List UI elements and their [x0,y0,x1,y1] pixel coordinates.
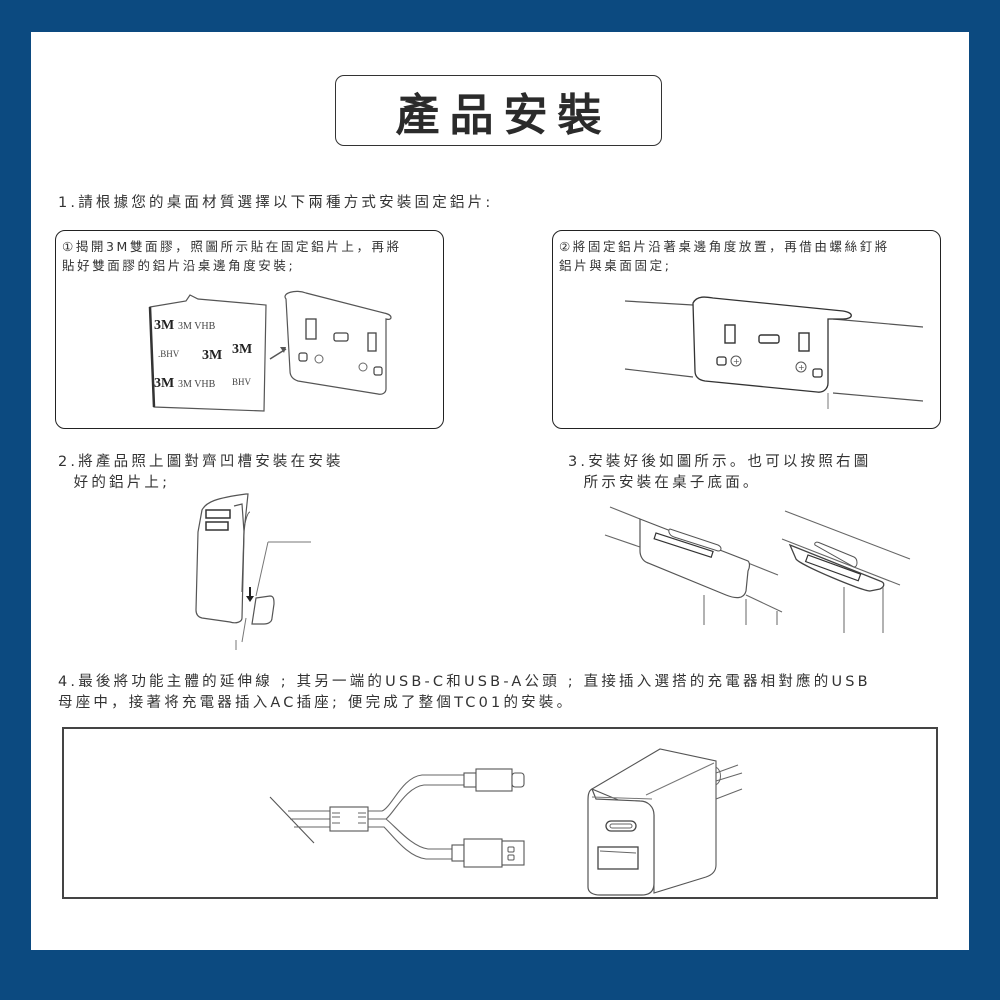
method-b-line2: 鋁片與桌面固定; [559,258,672,273]
step4-line2: 母座中，接著将充電器插入AC插座; 便完成了整個TC01的安裝。 [58,695,575,711]
method-b-line1: ②將固定鋁片沿著桌邊角度放置，再借由螺絲釘將 [559,239,890,254]
step3-instruction: 3.安裝好後如圖所示。也可以按照右圖 所示安裝在桌子底面。 [568,452,871,494]
step4-instruction: 4.最後將功能主體的延伸線 ; 其另一端的USB-C和USB-A公頭 ; 直接插… [58,672,871,714]
installed-product-illustration [604,506,911,633]
svg-text:.BHV: .BHV [158,349,180,359]
method-b-box: ②將固定鋁片沿著桌邊角度放置，再借由螺絲釘將 鋁片與桌面固定; + + [552,230,941,429]
method-a-line1: ①揭開3M雙面膠，照圖所示貼在固定鋁片上，再將 [62,239,402,254]
method-a-box: ①揭開3M雙面膠，照圖所示貼在固定鋁片上，再將 貼好雙面膠的鋁片沿桌邊角度安裝;… [55,230,444,429]
svg-text:+: + [733,357,740,366]
svg-text:3M VHB: 3M VHB [178,321,216,332]
step2-line2: 好的鋁片上; [58,475,171,491]
page-title: 產品安裝 [395,89,612,141]
method-a-line2: 貼好雙面膠的鋁片沿桌邊角度安裝; [62,258,296,273]
step2-line1: 2.將產品照上圖對齊凹槽安裝在安裝 [58,454,344,470]
svg-text:3M: 3M [232,342,252,357]
tape-bracket-illustration: 3M 3M VHB .BHV 3M 3M 3M VHB 3M BHV [148,290,392,412]
step3-line2: 所示安裝在桌子底面。 [568,475,761,491]
cable-charger-box [62,727,938,899]
method-a-text: ①揭開3M雙面膠，照圖所示貼在固定鋁片上，再將 貼好雙面膠的鋁片沿桌邊角度安裝; [62,237,402,275]
y-cable-illustration [269,768,525,868]
screw-bracket-illustration: + + [624,296,923,409]
svg-text:3M VHB: 3M VHB [178,379,216,390]
svg-text:BHV: BHV [232,377,252,387]
instruction-page: 產品安裝 1.請根據您的桌面材質選擇以下兩種方式安裝固定鋁片: ①揭開3M雙面膠… [31,32,969,950]
svg-text:3M: 3M [154,376,174,391]
svg-text:+: + [798,363,805,372]
product-mount-illustration [195,493,311,650]
step2-instruction: 2.將產品照上圖對齊凹槽安裝在安裝 好的鋁片上; [58,452,344,494]
method-b-text: ②將固定鋁片沿著桌邊角度放置，再借由螺絲釘將 鋁片與桌面固定; [559,237,890,275]
step4-line1: 4.最後將功能主體的延伸線 ; 其另一端的USB-C和USB-A公頭 ; 直接插… [58,674,871,690]
charger-illustration [587,748,743,896]
title-box: 產品安裝 [335,75,662,146]
svg-text:3M: 3M [154,318,174,333]
step1-instruction: 1.請根據您的桌面材質選擇以下兩種方式安裝固定鋁片: [58,195,494,211]
step3-line1: 3.安裝好後如圖所示。也可以按照右圖 [568,454,872,470]
svg-text:3M: 3M [202,348,222,363]
